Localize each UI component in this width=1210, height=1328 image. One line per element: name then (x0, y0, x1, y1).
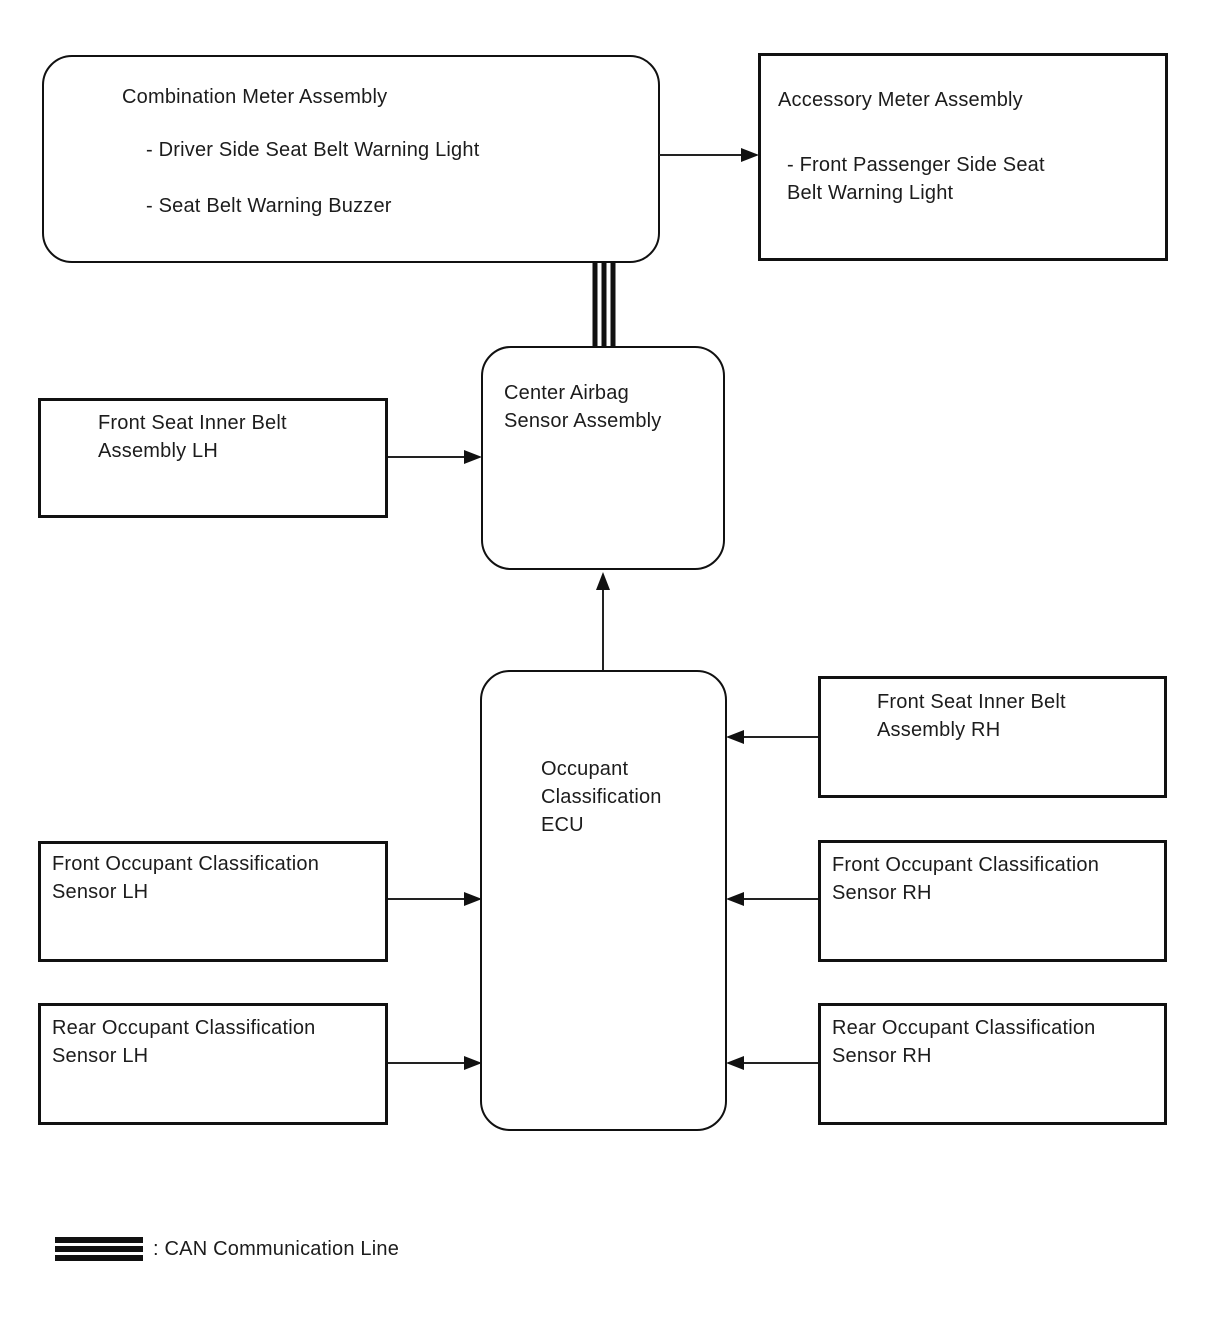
arrow-combination-to-accessory (659, 148, 759, 162)
arrow-inner-belt-lh-to-airbag (388, 450, 482, 464)
arrow-rear-sensor-lh-to-ecu (388, 1056, 482, 1070)
node-title: Combination Meter Assembly (122, 86, 388, 108)
node-combination-meter-assembly: Combination Meter Assembly - Driver Side… (42, 55, 660, 263)
node-item: - Seat Belt Warning Buzzer (146, 195, 392, 217)
node-title: Accessory Meter Assembly (778, 89, 1023, 111)
legend-label: : CAN Communication Line (153, 1238, 400, 1260)
arrow-ecu-to-airbag (596, 572, 610, 670)
node-accessory-meter-assembly: Accessory Meter Assembly - Front Passeng… (758, 53, 1168, 261)
node-item: - Driver Side Seat Belt Warning Light (146, 139, 480, 161)
can-communication-line (592, 262, 616, 347)
arrow-rear-sensor-rh-to-ecu (726, 1056, 818, 1070)
arrow-front-sensor-rh-to-ecu (726, 892, 818, 906)
arrow-front-sensor-lh-to-ecu (388, 892, 482, 906)
arrow-inner-belt-rh-to-ecu (726, 730, 818, 744)
can-line-swatch (55, 1237, 143, 1261)
